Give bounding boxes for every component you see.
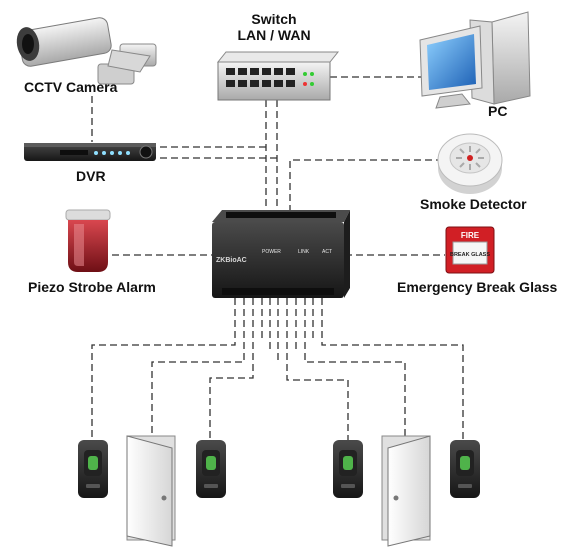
connection-wires bbox=[91, 76, 464, 440]
fingerprint-reader-2-icon bbox=[196, 440, 226, 498]
door-2-icon bbox=[381, 435, 431, 547]
fingerprint-reader-3-icon bbox=[333, 440, 363, 498]
svg-text:LINK: LINK bbox=[298, 249, 310, 255]
smoke-detector-label: Smoke Detector bbox=[420, 196, 527, 212]
piezo-strobe-alarm-icon bbox=[65, 209, 111, 272]
dvr-label: DVR bbox=[76, 168, 106, 184]
piezo-strobe-alarm-label: Piezo Strobe Alarm bbox=[28, 279, 156, 295]
wire-door-1 bbox=[151, 298, 245, 440]
wire-reader-3 bbox=[286, 298, 349, 440]
emergency-break-glass-label: Emergency Break Glass bbox=[397, 279, 558, 295]
switch-title: Switch bbox=[251, 11, 297, 27]
wire-smoke-controller bbox=[289, 159, 440, 212]
fingerprint-reader-4-icon bbox=[450, 440, 480, 498]
break-glass-fire-label: FIRE bbox=[461, 231, 480, 240]
switch-subtitle: LAN / WAN bbox=[237, 27, 311, 43]
cctv-camera-label: CCTV Camera bbox=[24, 79, 118, 95]
emergency-break-glass-icon: FIRE BREAK GLASS bbox=[445, 226, 495, 274]
break-glass-panel-label: BREAK GLASS bbox=[450, 252, 490, 258]
wire-reader-2 bbox=[209, 298, 254, 440]
wire-reader-1 bbox=[91, 298, 236, 440]
smoke-detector-icon bbox=[437, 133, 503, 194]
access-controller-icon: POWER LINK ACT ZKBioAC bbox=[212, 210, 350, 298]
svg-text:ACT: ACT bbox=[322, 249, 332, 255]
fingerprint-reader-1-icon bbox=[78, 440, 108, 498]
switch-label: Switch LAN / WAN bbox=[237, 11, 310, 43]
svg-text:POWER: POWER bbox=[262, 249, 281, 255]
wire-door-2 bbox=[304, 298, 406, 440]
wire-reader-4 bbox=[321, 298, 464, 440]
controller-brand-label: ZKBioAC bbox=[216, 257, 247, 264]
dvr-icon bbox=[24, 143, 156, 161]
door-1-icon bbox=[126, 435, 176, 547]
network-switch-icon bbox=[216, 51, 340, 101]
pc-label: PC bbox=[488, 103, 508, 119]
cctv-camera-icon bbox=[16, 17, 157, 85]
pc-icon bbox=[419, 11, 531, 109]
